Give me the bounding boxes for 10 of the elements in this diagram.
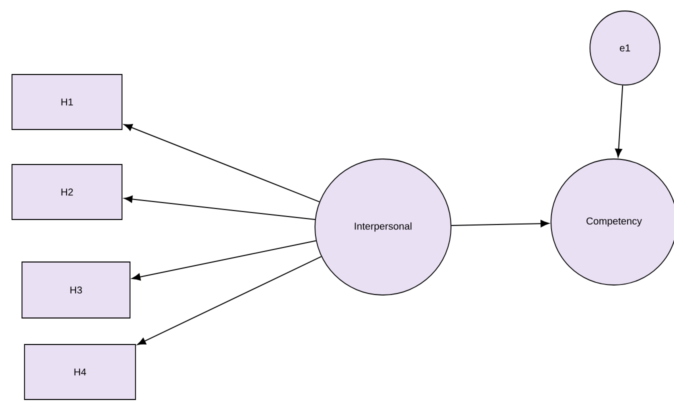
- arrow: [132, 240, 316, 280]
- indicator-box: H1: [12, 74, 122, 130]
- indicator-box: H3: [22, 262, 130, 318]
- arrow: [124, 124, 320, 202]
- indicator-box: H4: [24, 344, 136, 400]
- arrow: [615, 84, 624, 158]
- arrow: [137, 256, 322, 345]
- arrow: [124, 196, 316, 220]
- arrow: [450, 220, 550, 228]
- indicator-box: H2: [12, 164, 122, 220]
